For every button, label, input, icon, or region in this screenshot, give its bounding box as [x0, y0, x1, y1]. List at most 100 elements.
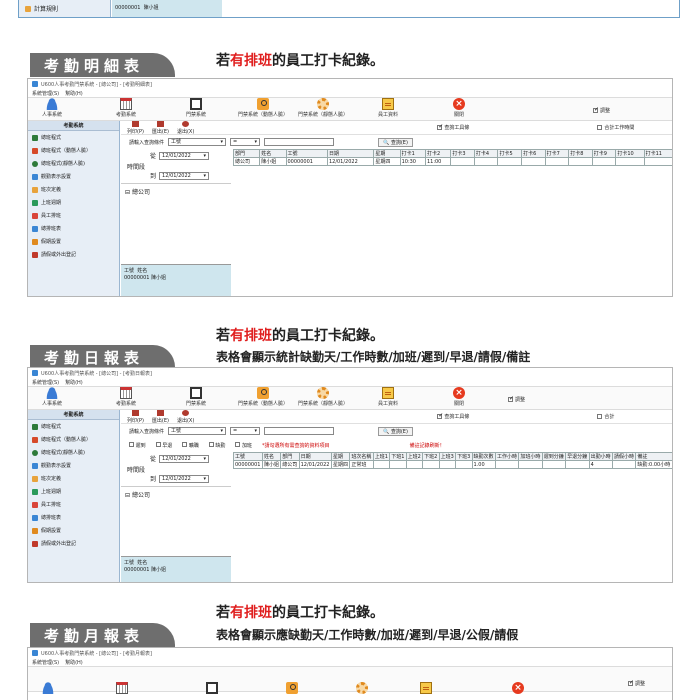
nav-item-3[interactable]: 總班程式(靜態人臉): [28, 446, 119, 459]
employee-list[interactable]: 工號 姓名 00000001 陳小姐: [121, 556, 231, 582]
org-tree[interactable]: ⊟ 總公司: [121, 183, 231, 199]
adjust-checkbox[interactable]: 調整: [593, 106, 610, 114]
nav-item-5[interactable]: 班次定義: [28, 183, 119, 196]
early-checkbox[interactable]: 早退: [155, 441, 172, 449]
operator-select[interactable]: =: [230, 427, 261, 435]
top-crop-emp[interactable]: 00000001 陳小姐: [112, 0, 222, 17]
menu-system[interactable]: 系統管理(S): [32, 659, 60, 666]
attendance-button[interactable]: 考勤系統: [116, 387, 136, 407]
nav-item-9[interactable]: 假期設置: [28, 235, 119, 248]
checkbox-box[interactable]: [437, 412, 443, 419]
adjust-checkbox[interactable]: 調整: [508, 395, 525, 403]
nav-item-1[interactable]: 總班程式: [28, 131, 119, 144]
missing-checkbox[interactable]: 缺勤: [208, 441, 225, 449]
door-dynamic-button[interactable]: 門禁系統（動態人臉）: [238, 98, 288, 118]
personnel-button[interactable]: 人事系統: [42, 98, 62, 118]
exit-button[interactable]: 退出(X): [177, 120, 194, 135]
menu-system[interactable]: 系統管理(S): [32, 379, 60, 386]
caption-monthly: 若有排班的員工打卡紀錄。: [216, 605, 384, 621]
nav-item-6[interactable]: 上班週期: [28, 196, 119, 209]
door-button[interactable]: 門禁系統: [186, 387, 206, 407]
holiday-icon: [32, 238, 38, 245]
attendance-button[interactable]: 考勤系統: [116, 98, 136, 118]
menu-help[interactable]: 幫助(H): [65, 659, 83, 666]
nav-item-3[interactable]: 總班程式(靜態人臉): [28, 157, 119, 170]
checkbox-box[interactable]: [628, 679, 634, 686]
personnel-button[interactable]: 人事系統: [42, 387, 62, 407]
nav-item-9[interactable]: 假期設置: [28, 524, 119, 537]
nav-item-6[interactable]: 上班週期: [28, 485, 119, 498]
realtime-toolbar-checkbox[interactable]: 查詢工具條: [437, 412, 469, 420]
late-checkbox[interactable]: 遲到: [129, 441, 146, 449]
door-static-button[interactable]: 門禁系統（靜態人臉）: [298, 387, 348, 407]
nav-item-8[interactable]: 總排班表: [28, 222, 119, 235]
field-select[interactable]: 工號: [168, 138, 227, 146]
staff-data-button[interactable]: 員工資料: [378, 98, 398, 118]
door-static-button[interactable]: [356, 682, 368, 695]
close-button[interactable]: ×關閉: [453, 387, 465, 407]
nav-item-8[interactable]: 總排班表: [28, 511, 119, 524]
employee-list[interactable]: 工號 姓名 00000001 陳小姐: [121, 264, 231, 296]
total-hours-checkbox[interactable]: 合計工作時間: [597, 124, 634, 131]
export-button[interactable]: 匯出(E): [152, 409, 169, 424]
query-button[interactable]: 🔍 查詢(E): [378, 137, 413, 147]
nav-item-10[interactable]: 請假或外出登記: [28, 537, 119, 550]
door-static-button[interactable]: 門禁系統（靜態人臉）: [298, 98, 348, 118]
date-to[interactable]: 12/01/2022: [159, 171, 210, 180]
door-dynamic-button[interactable]: 門禁系統（動態人臉）: [238, 387, 288, 407]
staff-data-button[interactable]: 員工資料: [378, 387, 398, 407]
org-tree[interactable]: ⊟ 總公司: [121, 486, 231, 502]
nav-item-calc-rules[interactable]: 計算規則: [25, 4, 58, 13]
close-button[interactable]: ×: [512, 682, 524, 695]
attendance-button[interactable]: [116, 682, 128, 695]
date-from[interactable]: 12/01/2022: [159, 151, 210, 160]
date-from[interactable]: 12/01/2022: [159, 454, 210, 463]
checkbox-box[interactable]: [597, 125, 603, 130]
checkbox-box[interactable]: [437, 123, 443, 130]
menu-help[interactable]: 幫助(H): [65, 90, 83, 97]
personnel-button[interactable]: [42, 682, 54, 695]
adjust-checkbox[interactable]: 調整: [628, 679, 645, 687]
export-icon: [156, 409, 164, 416]
door-button[interactable]: 門禁系統: [186, 98, 206, 118]
print-button[interactable]: 列印(P): [127, 409, 144, 424]
nav-item-4[interactable]: 觀勤表示設置: [28, 170, 119, 183]
body-area: 考勤系統 總班程式 總班程式（動態人臉） 總班程式(靜態人臉) 觀勤表示設置 班…: [28, 409, 672, 582]
close-button[interactable]: ×關閉: [453, 98, 465, 118]
absent-checkbox[interactable]: 曠職: [182, 441, 199, 449]
nav-item-7[interactable]: 員工排班: [28, 209, 119, 222]
menu-help[interactable]: 幫助(H): [65, 379, 83, 386]
sum-checkbox[interactable]: 合計: [597, 413, 614, 420]
exit-button[interactable]: 退出(X): [177, 409, 194, 424]
checkbox-box[interactable]: [593, 106, 599, 113]
realtime-toolbar-checkbox[interactable]: 查詢工具條: [437, 123, 469, 131]
checkbox-box[interactable]: [508, 395, 514, 402]
nav-item-5[interactable]: 班次定義: [28, 472, 119, 485]
export-button[interactable]: 匯出(E): [152, 120, 169, 135]
criteria-value-input[interactable]: [264, 138, 335, 146]
content-area: 列印(P) 匯出(E) 退出(X) 查詢工具條 合計 請輸入查詢條件 工號 = …: [121, 409, 672, 582]
nav-item-2[interactable]: 總班程式（動態人臉）: [28, 433, 119, 446]
print-button[interactable]: 列印(P): [127, 120, 144, 135]
nav-item-7[interactable]: 員工排班: [28, 498, 119, 511]
operator-select[interactable]: =: [230, 138, 261, 146]
door-icon: [190, 387, 202, 399]
clock-icon: [32, 423, 38, 430]
staff-data-button[interactable]: [420, 682, 432, 695]
nav-item-2[interactable]: 總班程式（動態人臉）: [28, 144, 119, 157]
date-to[interactable]: 12/01/2022: [159, 474, 210, 483]
nav-item-4[interactable]: 觀勤表示設置: [28, 459, 119, 472]
door-button[interactable]: [206, 682, 218, 695]
field-select[interactable]: 工號: [168, 427, 227, 435]
checkbox-box[interactable]: [597, 414, 603, 419]
nav-item-10[interactable]: 請假或外出登記: [28, 248, 119, 261]
criteria-value-input[interactable]: [264, 427, 335, 435]
overtime-checkbox[interactable]: 加班: [235, 441, 252, 449]
banner-detail-report: 考勤明細表: [30, 53, 175, 77]
nav-item-1[interactable]: 總班程式: [28, 420, 119, 433]
menu-system[interactable]: 系統管理(S): [32, 90, 60, 97]
door-dynamic-button[interactable]: [286, 682, 298, 695]
query-button[interactable]: 🔍 查詢(E): [378, 426, 413, 436]
